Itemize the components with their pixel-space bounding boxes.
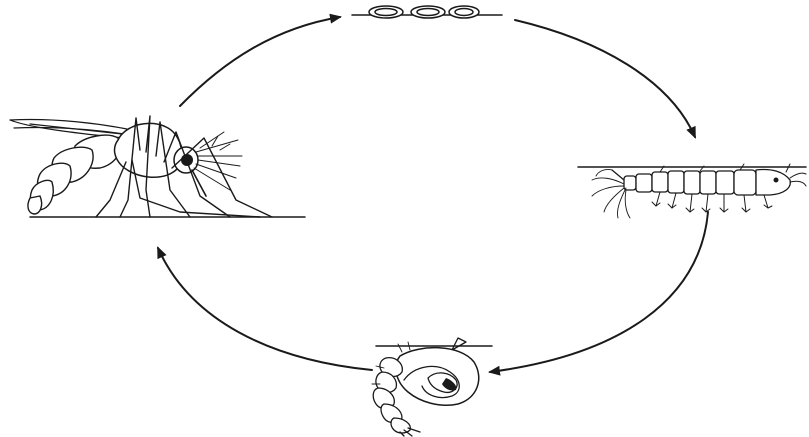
arrow-pupa-to-adult: [158, 248, 372, 370]
arrow-eggs-to-larva: [515, 20, 695, 137]
egg-raft-icon: [352, 6, 502, 18]
arrow-adult-to-eggs: [180, 17, 340, 106]
pupa-icon: [372, 338, 492, 436]
larva-icon: [578, 164, 806, 218]
arrow-larva-to-pupa: [490, 212, 708, 372]
mosquito-adult-icon: [10, 116, 305, 217]
